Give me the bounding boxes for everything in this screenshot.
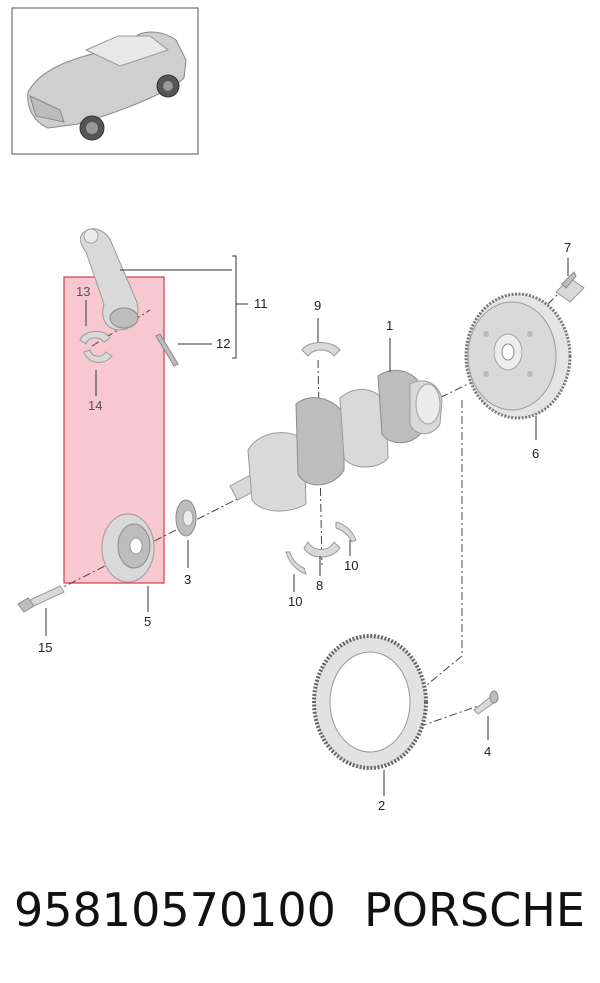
crank-sprocket bbox=[175, 499, 197, 537]
callout-2: 2 bbox=[378, 798, 385, 813]
suv-car-icon bbox=[27, 31, 187, 141]
connecting-rod bbox=[79, 228, 139, 331]
ring-gear bbox=[312, 634, 428, 770]
part-number: 95810570100 bbox=[14, 883, 336, 937]
leader-lines bbox=[45, 255, 569, 796]
callout-13: 13 bbox=[76, 284, 90, 299]
callout-10-left: 10 bbox=[288, 594, 302, 609]
vibration-damper bbox=[101, 513, 155, 583]
callout-8: 8 bbox=[316, 578, 323, 593]
brand-name: PORSCHE bbox=[364, 883, 585, 937]
flywheel bbox=[464, 292, 572, 420]
callout-3: 3 bbox=[184, 572, 191, 587]
callout-numbers: 1 2 3 4 5 6 7 8 9 10 10 11 12 13 14 15 bbox=[38, 240, 571, 813]
flywheel-bolt bbox=[555, 271, 585, 303]
central-bolt bbox=[17, 585, 65, 613]
main-bearings bbox=[285, 342, 357, 575]
crankshaft bbox=[229, 369, 443, 512]
callout-12: 12 bbox=[216, 336, 230, 351]
callout-10-right: 10 bbox=[344, 558, 358, 573]
parts-exploded-diagram: 1 2 3 4 5 6 7 8 9 10 10 11 12 13 14 15 bbox=[11, 7, 585, 813]
callout-14: 14 bbox=[88, 398, 102, 413]
callout-11: 11 bbox=[254, 296, 268, 311]
caption-footer: 95810570100 PORSCHE bbox=[0, 880, 600, 950]
callout-1: 1 bbox=[386, 318, 393, 333]
callout-5: 5 bbox=[144, 614, 151, 629]
callout-9: 9 bbox=[314, 298, 321, 313]
callout-6: 6 bbox=[532, 446, 539, 461]
callout-15: 15 bbox=[38, 640, 52, 655]
rod-bearing-shells bbox=[79, 331, 113, 363]
callout-4: 4 bbox=[484, 744, 491, 759]
rod-bolt bbox=[155, 333, 179, 367]
countersunk-screw bbox=[473, 690, 499, 715]
callout-7: 7 bbox=[564, 240, 571, 255]
vehicle-thumbnail bbox=[11, 7, 199, 155]
